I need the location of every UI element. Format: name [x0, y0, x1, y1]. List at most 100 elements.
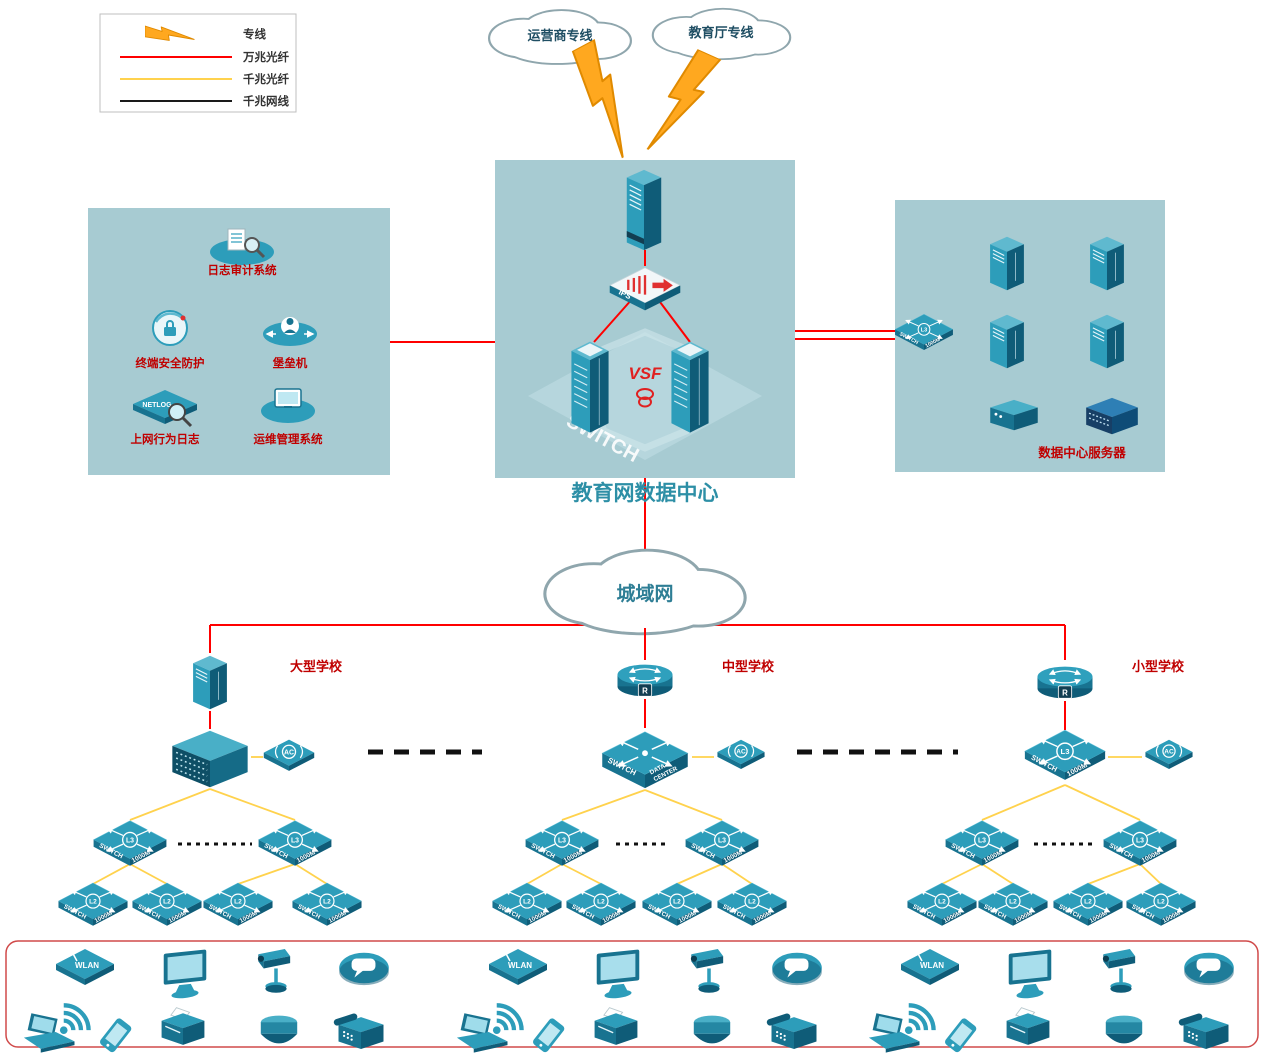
cloud-carrier-label: 运营商专线 [527, 28, 592, 43]
l3-switch [259, 821, 332, 866]
dome-camera [693, 1015, 731, 1044]
school-medium: 中型学校 [492, 659, 786, 926]
firewall-tower [626, 169, 662, 251]
l3-switch [946, 821, 1019, 866]
l2-switch [292, 883, 361, 926]
l2-switch [132, 883, 201, 926]
log-audit-label: 日志审计系统 [208, 263, 277, 277]
netlog-text: NETLOG [142, 402, 172, 409]
server-panel-title: 数据中心服务器 [1037, 445, 1126, 460]
messaging-device [339, 952, 389, 986]
dome-camera [1105, 1015, 1143, 1044]
wifi-signal-icon [493, 1005, 522, 1034]
large-school-server [192, 655, 228, 710]
bastion-label: 堡垒机 [273, 356, 308, 370]
l3-switch [526, 821, 599, 866]
school-small-label: 小型学校 [1132, 659, 1185, 674]
end-devices-group-3 [868, 946, 1234, 1054]
ptz-camera [1102, 949, 1136, 993]
desktop-pc [1008, 949, 1052, 1001]
cloud-education-label: 教育厅专线 [687, 25, 753, 40]
end-devices-group-2 [456, 946, 822, 1054]
l2-switch [978, 883, 1047, 926]
small-school-core [1025, 730, 1105, 780]
server-3 [989, 314, 1025, 369]
wifi-signal-icon [60, 1005, 89, 1034]
vsf-link-icon2 [638, 396, 652, 408]
l2-switch [58, 883, 127, 926]
l3-switch [686, 821, 759, 866]
school-small: 小型学校 [907, 659, 1195, 926]
wlan-ap [55, 946, 115, 986]
l2-switch [492, 883, 561, 926]
messaging-device [772, 952, 822, 986]
l2-switch [566, 883, 635, 926]
fiber-links-1g [92, 756, 1162, 885]
dome-camera [260, 1015, 298, 1044]
l2-switch [907, 883, 976, 926]
ptz-camera [257, 949, 291, 993]
server-2 [1089, 236, 1125, 291]
l2-switch [1053, 883, 1122, 926]
end-devices-group-1 [23, 946, 389, 1054]
legend-item-10g: 万兆光纤 [242, 50, 289, 64]
netlog-label: 上网行为日志 [131, 432, 200, 446]
large-school-core [171, 729, 249, 789]
cloud-education: 教育厅专线 [654, 10, 789, 59]
legend: 专线 万兆光纤 千兆光纤 千兆网线 [99, 13, 297, 113]
ptz-camera [690, 949, 724, 993]
datacenter-title: 教育网数据中心 [572, 481, 719, 505]
netlog-icon: NETLOG [133, 390, 197, 428]
lightning-right [644, 45, 722, 163]
desktop-pc [163, 949, 207, 1001]
mobile-phone [943, 1018, 978, 1054]
end-devices-box [5, 940, 1259, 1048]
fax-phone [1177, 1013, 1229, 1049]
l2-switch [717, 883, 786, 926]
desktop-pc [596, 949, 640, 1001]
wifi-signal-icon [905, 1005, 934, 1034]
medium-school-core [602, 732, 687, 788]
small-school-ac [1144, 739, 1194, 770]
legend-item-dedicated: 专线 [243, 27, 266, 41]
log-audit-icon [210, 228, 274, 265]
printer [160, 1007, 206, 1046]
l3-switch [1104, 821, 1177, 866]
cloud-man: 城域网 [546, 552, 743, 633]
vsf-link-icon [636, 388, 654, 400]
medium-school-ac [716, 739, 766, 770]
legend-item-1g-fiber: 千兆光纤 [243, 72, 289, 86]
core-server-left [570, 341, 610, 434]
wlan-ap [900, 946, 960, 986]
dashed-separators [178, 749, 1096, 846]
terminal-security-label: 终端安全防护 [136, 356, 205, 370]
l2-switch [642, 883, 711, 926]
security-systems: 日志审计系统 终端安全防护 堡垒机 NETLOG 上网行为日志 运维 [131, 228, 323, 446]
mobile-phone [98, 1018, 133, 1054]
small-school-router [1038, 667, 1093, 699]
datacenter-servers: 数据中心服务器 [895, 236, 1139, 460]
ops-mgmt-label: 运维管理系统 [254, 432, 323, 446]
school-medium-label: 中型学校 [722, 659, 775, 674]
vsf-label: VSF [628, 364, 662, 383]
ops-mgmt-icon [261, 388, 315, 423]
cloud-carrier: 运营商专线 [490, 11, 630, 63]
l3-switch [94, 821, 167, 866]
large-school-ac [263, 738, 315, 772]
printer [593, 1007, 639, 1046]
core-server-right [670, 341, 710, 434]
printer [1005, 1007, 1051, 1046]
medium-school-router [618, 665, 673, 697]
cloud-man-label: 城域网 [616, 582, 673, 605]
server-1 [989, 236, 1025, 291]
bastion-icon [263, 317, 317, 346]
fax-phone [765, 1013, 817, 1049]
server-4 [1089, 314, 1125, 369]
mobile-phone [531, 1018, 566, 1054]
terminal-security-icon [152, 310, 188, 346]
fax-phone [332, 1013, 384, 1049]
school-large-label: 大型学校 [290, 659, 343, 674]
school-large: 大型学校 [58, 655, 361, 926]
wlan-ap [488, 946, 548, 986]
